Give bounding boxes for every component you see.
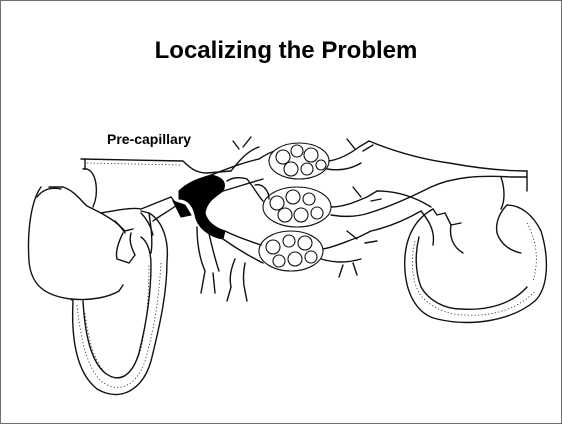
left-heart-drawing	[29, 187, 168, 394]
pulmonary-veins	[369, 141, 527, 245]
capillary-clusters	[259, 143, 331, 271]
right-heart-drawing	[405, 205, 547, 322]
